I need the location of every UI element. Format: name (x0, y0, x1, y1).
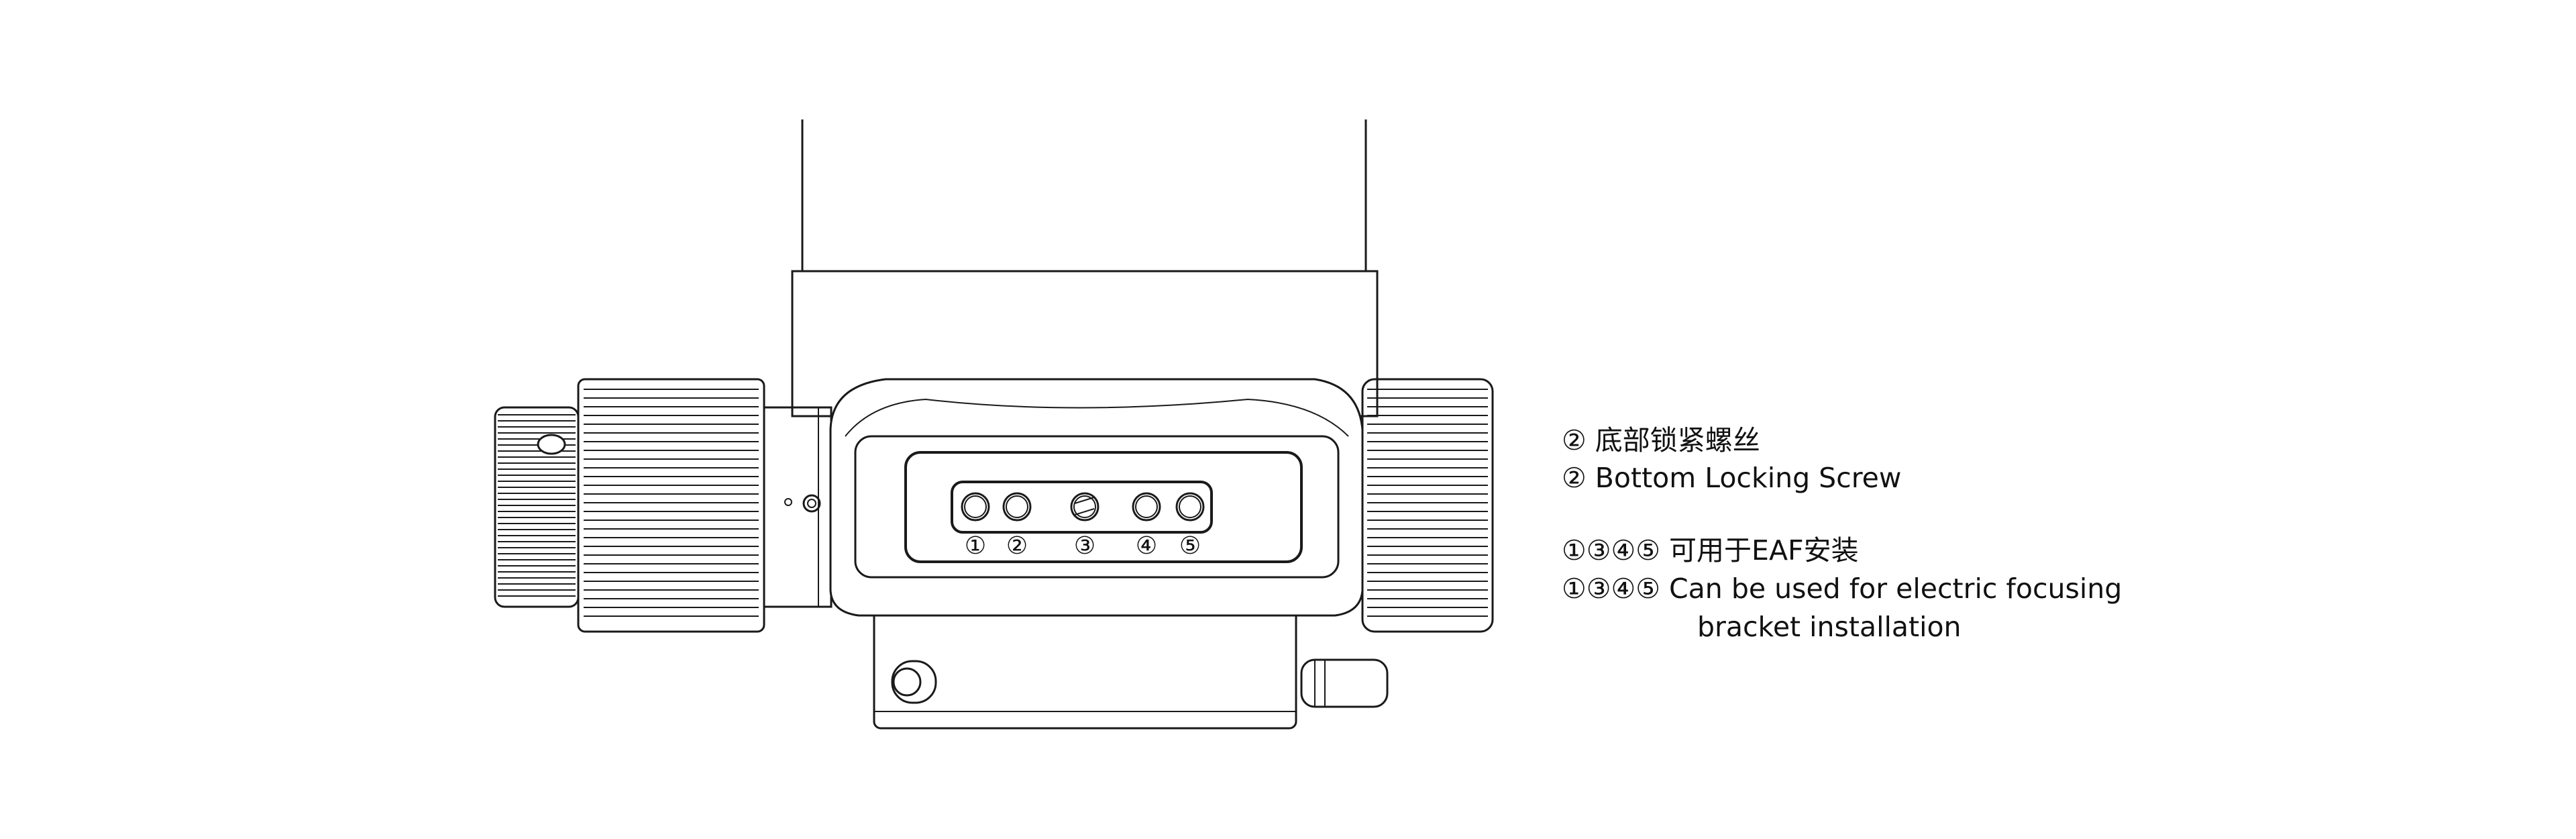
right-focus-knob (1361, 378, 1494, 633)
hole-2 (1002, 492, 1032, 522)
hole-label-3: ③ (1074, 532, 1095, 560)
collar (763, 406, 833, 608)
hole-inner (1073, 495, 1096, 518)
hole-inner (1179, 495, 1201, 518)
main-body (829, 378, 1364, 617)
hole-1 (961, 492, 990, 522)
legend-locking-screw-cn: ② 底部锁紧螺丝 (1562, 424, 1760, 456)
screw-slot (1074, 497, 1095, 504)
hole-inner (1135, 495, 1158, 518)
left-focus-knob (577, 378, 765, 633)
hole-label-4: ④ (1136, 532, 1157, 560)
hole-inner (1006, 495, 1028, 518)
legend-eaf-en: ①③④⑤ Can be used for electric focusing (1562, 573, 2123, 605)
hole-label-5: ⑤ (1179, 532, 1201, 560)
bottom-block (873, 605, 1389, 730)
hole-inner (964, 495, 987, 518)
legend-eaf-cn: ①③④⑤ 可用于EAF安装 (1562, 534, 1859, 566)
screw-slot (1074, 508, 1095, 515)
hole-label-2: ② (1006, 532, 1028, 560)
small-left-knob (494, 406, 580, 608)
hole-5 (1175, 492, 1205, 522)
legend-eaf-en-continued: bracket installation (1697, 611, 1962, 643)
hole-4 (1132, 492, 1161, 522)
hole-label-1: ① (965, 532, 986, 560)
legend-locking-screw-en: ② Bottom Locking Screw (1562, 462, 1902, 494)
hole-3 (1070, 492, 1099, 522)
tube (791, 119, 1379, 417)
